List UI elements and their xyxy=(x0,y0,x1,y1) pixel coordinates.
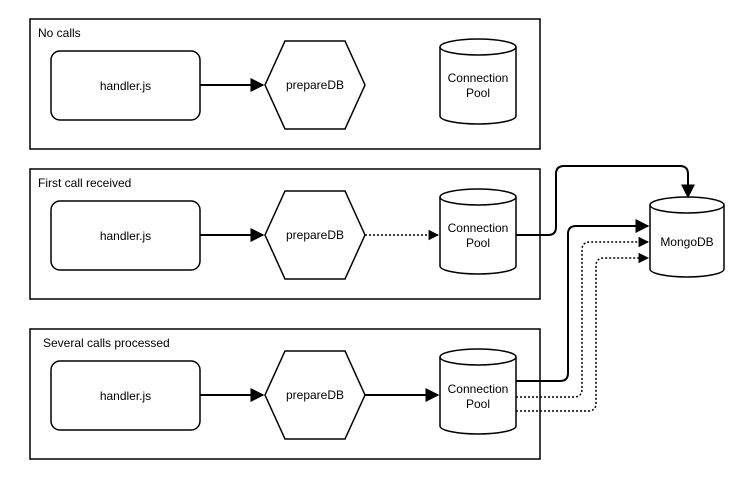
connection-pool-cylinder xyxy=(439,188,517,275)
panel-no-calls: No calls handler.js prepareDB Connection… xyxy=(29,18,541,150)
prepare-db-label: prepareDB xyxy=(286,228,344,242)
panel-first-call: First call received handler.js prepareDB… xyxy=(29,168,541,300)
prepare-db-hexagon xyxy=(264,40,366,130)
prepare-db-hexagon xyxy=(264,350,366,440)
panel-frame xyxy=(29,328,541,460)
connector-pool3-dotted-a xyxy=(516,236,650,398)
mongodb-node: MongoDB xyxy=(649,196,725,278)
pool-label-line2: Pool xyxy=(466,236,490,250)
connection-pool-cylinder xyxy=(439,38,517,125)
connector-pool2-to-mongodb xyxy=(516,165,695,236)
pool-label-line2: Pool xyxy=(466,397,490,411)
handler-label: handler.js xyxy=(100,79,151,93)
panel-label: Several calls processed xyxy=(43,336,170,350)
pool-label-line2: Pool xyxy=(466,86,490,100)
prepare-db-label: prepareDB xyxy=(286,78,344,92)
panel-label: No calls xyxy=(38,26,81,40)
panel-frame xyxy=(29,18,541,150)
prepare-db-label: prepareDB xyxy=(286,388,344,402)
pool-label-line1: Connection xyxy=(448,221,509,235)
prepare-db-hexagon xyxy=(264,190,366,280)
mongodb-cylinder xyxy=(649,196,725,278)
handler-label: handler.js xyxy=(100,229,151,243)
pool-label-line1: Connection xyxy=(448,71,509,85)
handler-label: handler.js xyxy=(100,389,151,403)
connection-pool-cylinder xyxy=(439,348,517,435)
connector-pool3-solid-to-mongodb xyxy=(516,219,650,382)
panel-several-calls: Several calls processed handler.js prepa… xyxy=(29,328,541,460)
panel-label: First call received xyxy=(38,176,131,190)
mongodb-label: MongoDB xyxy=(660,235,713,249)
connector-pool3-dotted-b xyxy=(516,252,650,412)
pool-label-line1: Connection xyxy=(448,382,509,396)
